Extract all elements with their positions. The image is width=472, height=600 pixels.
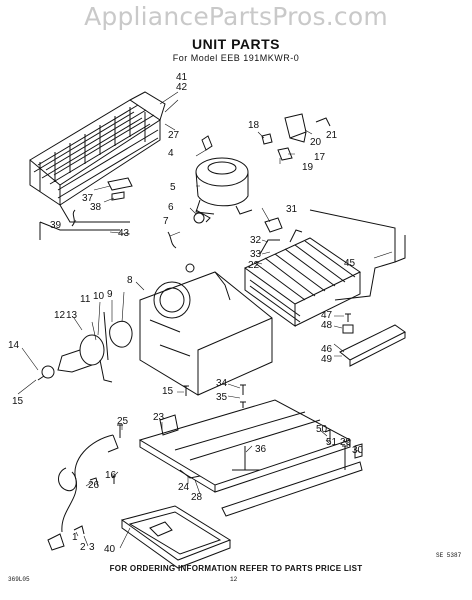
part-number-49: 49 <box>321 354 333 365</box>
part-number-50: 50 <box>316 424 328 435</box>
evaporator-coil <box>244 217 361 327</box>
mounting-bracket <box>139 271 273 396</box>
part-number-5: 5 <box>170 182 176 193</box>
part-number-17: 17 <box>314 152 326 163</box>
part-number-10: 10 <box>93 291 105 302</box>
part-number-36: 36 <box>255 444 267 455</box>
part-number-15: 15 <box>162 386 174 397</box>
part-number-11: 11 <box>80 294 91 305</box>
part-number-16: 16 <box>105 470 117 481</box>
part-number-13: 13 <box>66 310 78 321</box>
drawing-code: SE 5387 <box>436 552 462 559</box>
part-number-46: 46 <box>321 344 333 355</box>
part-number-34: 34 <box>216 378 228 389</box>
part-number-38: 38 <box>90 202 102 213</box>
compressor <box>195 135 253 223</box>
part-number-45: 45 <box>344 258 356 269</box>
part-number-3: 3 <box>89 542 95 553</box>
base-frame <box>138 399 363 517</box>
part-number-9: 9 <box>107 289 113 300</box>
condenser-coil <box>29 91 166 240</box>
part-number-6: 6 <box>168 202 174 213</box>
part-number-33: 33 <box>250 249 262 260</box>
fan-motor-assembly <box>37 311 133 383</box>
part-number-19: 19 <box>302 162 314 173</box>
part-number-24: 24 <box>178 482 190 493</box>
part-number-20: 20 <box>310 137 322 148</box>
drain-pan <box>120 505 232 569</box>
part-number-23: 23 <box>153 412 165 423</box>
model-subtitle: For Model EEB 191MKWR-0 <box>172 53 300 63</box>
part-number-47: 47 <box>321 310 333 321</box>
tubing <box>309 209 406 301</box>
page-title: UNIT PARTS <box>192 36 280 52</box>
relay-overload-parts <box>261 113 331 161</box>
part-number-40: 40 <box>104 544 116 555</box>
part-number-4: 4 <box>168 148 174 159</box>
part-number-7: 7 <box>163 216 169 227</box>
part-number-14: 14 <box>8 340 20 351</box>
part-number-8: 8 <box>127 275 133 286</box>
part-number-15: 15 <box>12 396 24 407</box>
part-number-48: 48 <box>321 320 333 331</box>
power-cord <box>47 424 123 551</box>
side-bracket <box>324 429 363 470</box>
part-number-26: 26 <box>88 480 100 491</box>
part-number-39: 39 <box>50 220 62 231</box>
page-number: 12 <box>230 576 238 583</box>
part-number-18: 18 <box>248 120 260 131</box>
leader-lines <box>17 91 393 549</box>
screws <box>183 313 354 408</box>
part-number-29: 29 <box>340 437 352 448</box>
part-number-32: 32 <box>250 235 262 246</box>
part-number-31: 31 <box>286 204 298 215</box>
ordering-info-footer: FOR ORDERING INFORMATION REFER TO PARTS … <box>109 564 363 573</box>
part-number-43: 43 <box>118 228 130 239</box>
part-number-1: 1 <box>72 532 78 543</box>
part-number-12: 12 <box>54 310 66 321</box>
grommets <box>167 212 205 273</box>
part-number-25: 25 <box>117 416 129 427</box>
part-number-41: 41 <box>176 72 188 83</box>
part-number-28: 28 <box>191 492 203 503</box>
part-number-35: 35 <box>216 392 228 403</box>
part-number-2: 2 <box>80 542 86 553</box>
part-number-22: 22 <box>248 260 260 271</box>
watermark: AppliancePartsPros.com <box>84 2 388 31</box>
part-number-42: 42 <box>176 82 188 93</box>
part-number-27: 27 <box>168 130 180 141</box>
form-code: 369L05 <box>8 576 30 583</box>
clip-parts <box>71 177 133 227</box>
drain-trough <box>339 324 406 367</box>
part-number-30: 30 <box>352 445 364 456</box>
part-number-21: 21 <box>326 130 338 141</box>
part-number-51: 51 <box>326 437 338 448</box>
part-number-37: 37 <box>82 193 94 204</box>
